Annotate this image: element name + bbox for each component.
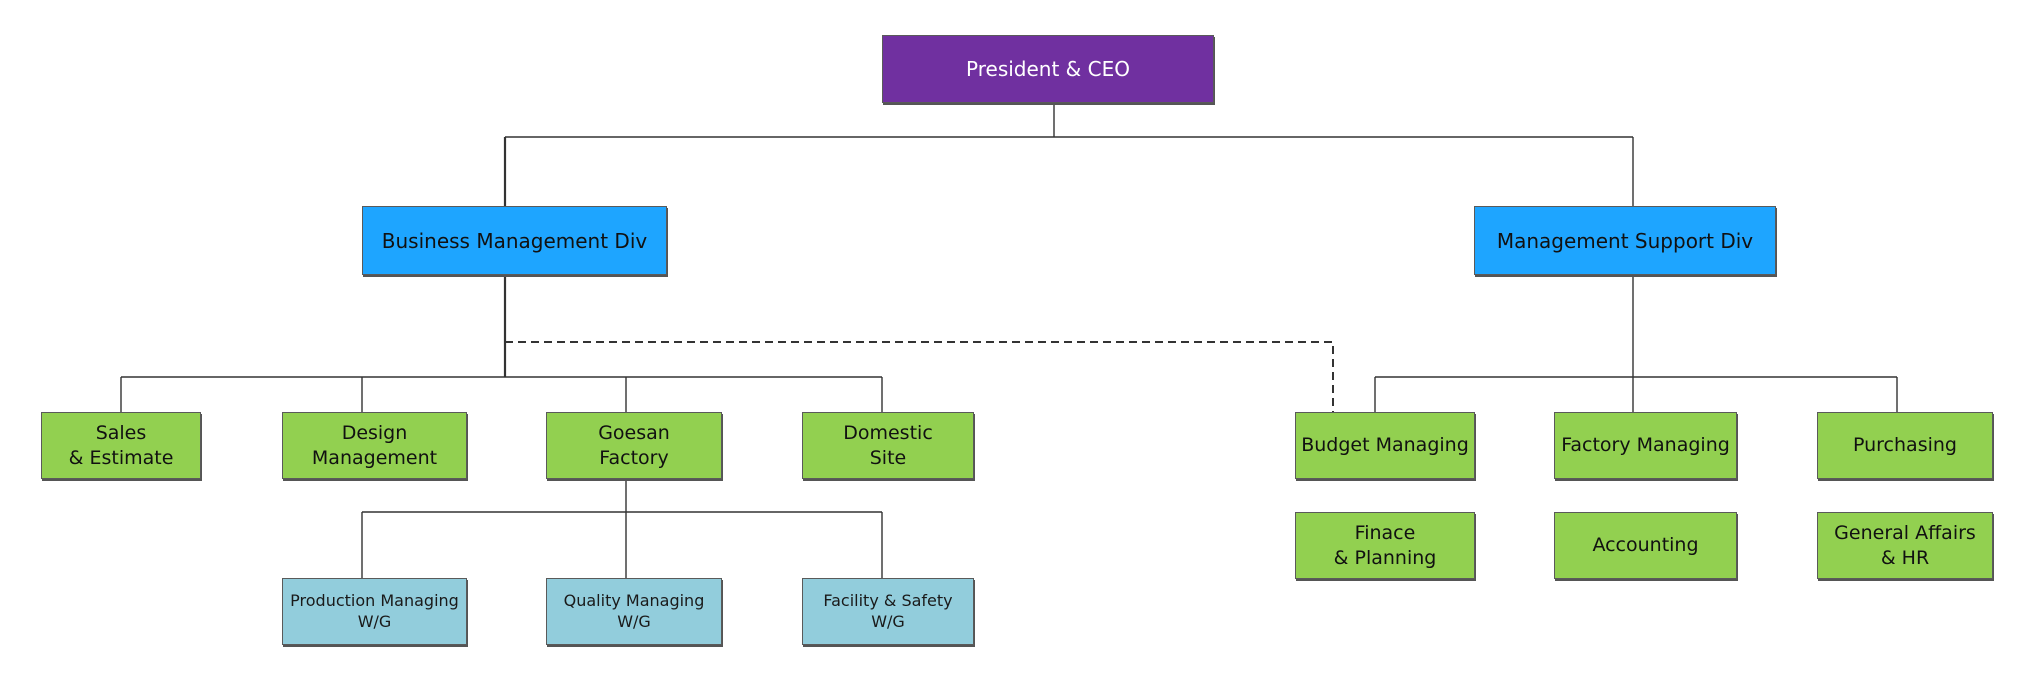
facility-safety-wg-line2: W/G <box>871 611 905 631</box>
business-management-div-box: Business Management Div <box>362 206 667 275</box>
quality-managing-wg-line1: Quality Managing <box>563 590 705 610</box>
finance-planning-line1: Finace <box>1354 521 1416 544</box>
connector-dotted-budget <box>505 341 1334 412</box>
factory-managing-label: Factory Managing <box>1561 434 1730 457</box>
ceo-label: President & CEO <box>966 57 1130 81</box>
general-affairs-hr-box: General Affairs & HR <box>1817 512 1993 579</box>
domestic-site-box: Domestic Site <box>802 412 974 479</box>
business-management-div-label: Business Management Div <box>381 228 648 253</box>
design-management-line1: Design <box>341 421 408 444</box>
general-affairs-hr-line1: General Affairs <box>1834 521 1976 544</box>
general-affairs-hr-line2: & HR <box>1880 546 1930 569</box>
budget-managing-box: Budget Managing <box>1295 412 1475 479</box>
design-management-box: Design Management <box>282 412 467 479</box>
domestic-site-line2: Site <box>869 446 907 469</box>
goesan-factory-box: Goesan Factory <box>546 412 722 479</box>
goesan-factory-line2: Factory <box>599 446 669 469</box>
sales-estimate-line2: & Estimate <box>68 446 174 469</box>
facility-safety-wg-line1: Facility & Safety <box>823 590 953 610</box>
ceo-box: President & CEO <box>882 35 1214 103</box>
design-management-line2: Management <box>311 446 438 469</box>
factory-managing-box: Factory Managing <box>1554 412 1737 479</box>
accounting-label: Accounting <box>1592 534 1699 557</box>
accounting-box: Accounting <box>1554 512 1737 579</box>
quality-managing-wg-box: Quality Managing W/G <box>546 578 722 645</box>
goesan-factory-line1: Goesan <box>598 421 670 444</box>
budget-managing-label: Budget Managing <box>1301 434 1469 457</box>
production-managing-wg-line2: W/G <box>357 611 392 631</box>
finance-planning-line2: & Planning <box>1333 546 1437 569</box>
management-support-div-box: Management Support Div <box>1474 206 1776 275</box>
production-managing-wg-box: Production Managing W/G <box>282 578 467 645</box>
finance-planning-box: Finace & Planning <box>1295 512 1475 579</box>
quality-managing-wg-line2: W/G <box>617 611 651 631</box>
production-managing-wg-line1: Production Managing <box>290 590 459 610</box>
purchasing-label: Purchasing <box>1853 434 1957 457</box>
facility-safety-wg-box: Facility & Safety W/G <box>802 578 974 645</box>
management-support-div-label: Management Support Div <box>1496 228 1754 253</box>
purchasing-box: Purchasing <box>1817 412 1993 479</box>
sales-estimate-line1: Sales <box>95 421 147 444</box>
sales-estimate-box: Sales & Estimate <box>41 412 201 479</box>
domestic-site-line1: Domestic <box>843 421 933 444</box>
